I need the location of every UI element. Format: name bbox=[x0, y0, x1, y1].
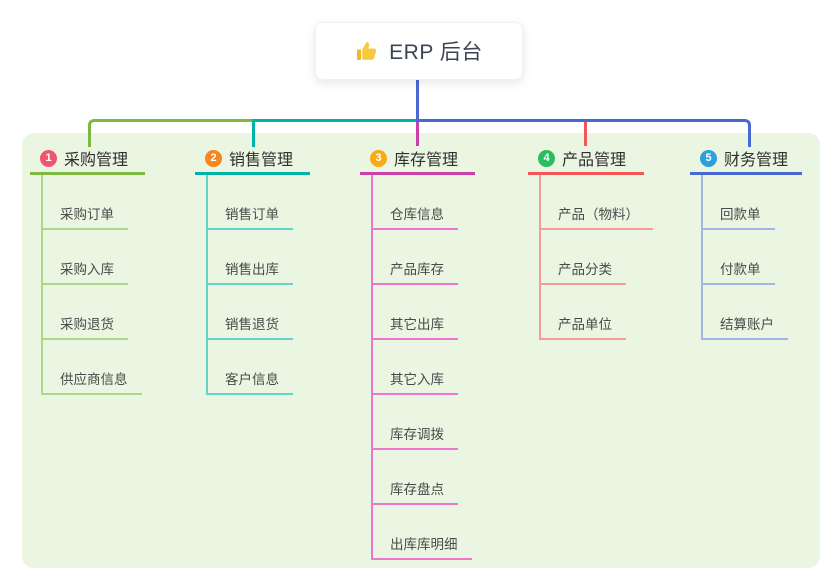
child-node[interactable]: 其它出库 bbox=[373, 285, 475, 340]
child-node[interactable]: 其它入库 bbox=[373, 340, 475, 395]
connector-bus-right-blue bbox=[416, 119, 751, 147]
child-node[interactable]: 采购订单 bbox=[43, 175, 145, 230]
child-node[interactable]: 产品库存 bbox=[373, 230, 475, 285]
child-node[interactable]: 采购入库 bbox=[43, 230, 145, 285]
child-node[interactable]: 客户信息 bbox=[208, 340, 310, 395]
child-node[interactable]: 销售出库 bbox=[208, 230, 310, 285]
branch-children: 回款单 付款单 结算账户 bbox=[701, 175, 802, 340]
branch-number-badge: 3 bbox=[370, 149, 387, 167]
child-node[interactable]: 结算账户 bbox=[703, 285, 802, 340]
branch-header-sales[interactable]: 2 销售管理 bbox=[195, 144, 310, 175]
thumbs-up-icon bbox=[357, 42, 377, 60]
child-node[interactable]: 库存调拨 bbox=[373, 395, 475, 450]
branch-label: 产品管理 bbox=[562, 152, 627, 169]
branch-header-purchase[interactable]: 1 采购管理 bbox=[30, 144, 145, 175]
child-node[interactable]: 回款单 bbox=[703, 175, 802, 230]
child-node[interactable]: 付款单 bbox=[703, 230, 802, 285]
connector-drop-product bbox=[584, 122, 587, 146]
child-node[interactable]: 产品单位 bbox=[541, 285, 644, 340]
child-node[interactable]: 产品（物料） bbox=[541, 175, 653, 230]
branch-sales: 2 销售管理 销售订单 销售出库 销售退货 客户信息 bbox=[195, 144, 310, 395]
connector-bus-mid-teal bbox=[252, 119, 416, 147]
branch-children: 仓库信息 产品库存 其它出库 其它入库 库存调拨 库存盘点 出库库明细 bbox=[371, 175, 475, 560]
child-node[interactable]: 库存盘点 bbox=[373, 450, 475, 505]
branch-finance: 5 财务管理 回款单 付款单 结算账户 bbox=[690, 144, 802, 340]
branch-header-inventory[interactable]: 3 库存管理 bbox=[360, 144, 475, 175]
branch-header-product[interactable]: 4 产品管理 bbox=[528, 144, 644, 175]
child-node[interactable]: 销售订单 bbox=[208, 175, 310, 230]
branch-purchase: 1 采购管理 采购订单 采购入库 采购退货 供应商信息 bbox=[30, 144, 145, 395]
root-node[interactable]: ERP 后台 bbox=[315, 22, 523, 80]
branches-panel bbox=[22, 133, 820, 568]
root-node-label: ERP 后台 bbox=[389, 41, 483, 64]
connector-bus-left-green bbox=[88, 119, 252, 147]
branch-number-badge: 4 bbox=[538, 149, 555, 167]
connector-root-drop bbox=[416, 80, 419, 122]
branch-label: 财务管理 bbox=[724, 152, 789, 169]
branch-number-badge: 2 bbox=[205, 149, 222, 167]
child-node[interactable]: 仓库信息 bbox=[373, 175, 475, 230]
branch-children: 采购订单 采购入库 采购退货 供应商信息 bbox=[41, 175, 145, 395]
child-node[interactable]: 销售退货 bbox=[208, 285, 310, 340]
branch-product: 4 产品管理 产品（物料） 产品分类 产品单位 bbox=[528, 144, 653, 340]
branch-children: 销售订单 销售出库 销售退货 客户信息 bbox=[206, 175, 310, 395]
child-node[interactable]: 供应商信息 bbox=[43, 340, 145, 395]
branch-label: 采购管理 bbox=[64, 152, 129, 169]
child-node[interactable]: 采购退货 bbox=[43, 285, 145, 340]
branch-number-badge: 1 bbox=[40, 149, 57, 167]
branch-number-badge: 5 bbox=[700, 149, 717, 167]
child-node[interactable]: 产品分类 bbox=[541, 230, 644, 285]
branch-header-finance[interactable]: 5 财务管理 bbox=[690, 144, 802, 175]
branch-label: 库存管理 bbox=[394, 152, 459, 169]
branch-children: 产品（物料） 产品分类 产品单位 bbox=[539, 175, 653, 340]
branch-label: 销售管理 bbox=[229, 152, 294, 169]
connector-drop-inventory bbox=[416, 122, 419, 146]
child-node[interactable]: 出库库明细 bbox=[373, 505, 475, 560]
branch-inventory: 3 库存管理 仓库信息 产品库存 其它出库 其它入库 库存调拨 库存盘点 出库库… bbox=[360, 144, 475, 560]
